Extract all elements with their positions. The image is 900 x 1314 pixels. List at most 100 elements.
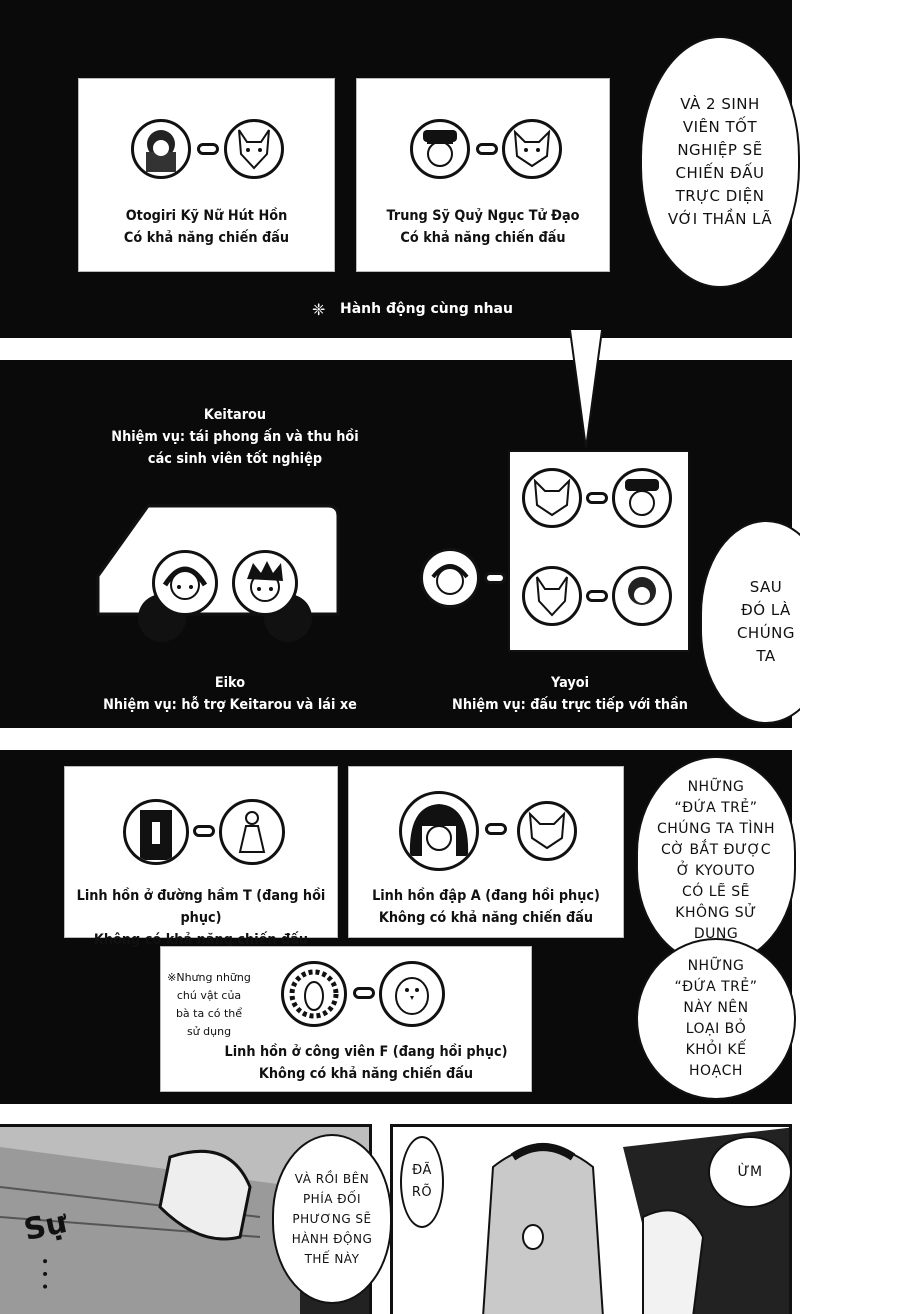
otogiri-caption: Otogiri Kỹ Nữ Hút Hồn Có khả năng chiến … [89,205,324,249]
yayoi-portrait-icon [420,548,480,608]
bubble-line: “ĐỨA TRẺ” [674,800,758,816]
bubble-line: PHƯƠNG SẼ [292,1212,372,1226]
eiko-title: Eiko [214,675,246,691]
caption-line: Otogiri Kỹ Nữ Hút Hồn [125,208,288,224]
bubble-tail [569,330,603,449]
bubble-line: NÀY NÊN [683,1000,749,1016]
wild-hair-ghost-icon [399,791,479,871]
bird-icon [379,961,445,1027]
note-line: sử dụng [186,1025,232,1038]
yayoi-group-box [508,450,690,652]
speech-bubble-lower-1: NHỮNG “ĐỨA TRẺ” CHÚNG TA TÌNH CỜ BẮT ĐƯỢ… [636,756,796,966]
bubble-text: VÀ RỒI BÊN PHÍA ĐỐI PHƯƠNG SẼ HÀNH ĐỘNG … [292,1169,373,1269]
bubble-line: KHỎI KẾ [685,1042,747,1058]
keitarou-portrait-icon [232,550,298,616]
card-trung-sy: Trung Sỹ Quỷ Ngục Tử Đạo Có khả năng chi… [356,78,610,272]
bubble-text: SAU ĐÓ LÀ CHÚNG TA [737,576,795,668]
together-label: Hành động cùng nhau [340,301,513,317]
caption-line: Trung Sỹ Quỷ Ngục Tử Đạo [386,208,580,224]
sfx-dots: • • • [36,1257,52,1291]
bubble-line: HOẠCH [689,1063,743,1079]
bubble-line: VÀ RỒI BÊN [294,1172,370,1186]
bubble-line: VỚI THẦN LÃ [667,210,773,228]
caption-line: Linh hồn ở công viên F (đang hồi phục) [224,1044,508,1060]
chain-link-icon [193,825,215,837]
bubble-line: VÀ 2 SINH [680,95,760,113]
bubble-line: Ở KYOUTO [676,863,756,879]
caption-line: Có khả năng chiến đấu [400,230,566,246]
otogiri-portrait-icon [612,566,672,626]
right-white-margin [800,0,900,1314]
keitarou-info: Keitarou Nhiệm vụ: tái phong ấn và thu h… [102,404,369,470]
dog-mask-icon [502,119,562,179]
speech-bubble-bottom-1: VÀ RỒI BÊN PHÍA ĐỐI PHƯƠNG SẼ HÀNH ĐỘNG … [272,1134,392,1304]
note-line: chú vật của [176,989,242,1002]
bubble-line: THẾ NÀY [304,1252,360,1266]
bubble-line: TRỰC DIỆN [675,187,765,205]
fox-mask-icon [224,119,284,179]
speech-bubble-top: VÀ 2 SINH VIÊN TỐT NGHIỆP SẼ CHIẾN ĐẤU T… [640,36,800,288]
lion-mask-icon [281,961,347,1027]
speech-bubble-bottom-3: ỪM [708,1136,792,1208]
bubble-line: ĐÓ LÀ [741,601,791,619]
park-spirit-caption: Linh hồn ở công viên F (đang hồi phục) K… [214,1041,518,1085]
speech-bubble-bottom-2: ĐÃ RÕ [400,1136,444,1228]
note-line: bà ta có thể [175,1007,243,1020]
tunnel-spirit-caption: Linh hồn ở đường hầm T (đang hồi phục) K… [76,885,326,951]
chain-link-icon [476,143,498,155]
chain-link-icon [586,590,608,602]
caption-line: Linh hồn đập A (đang hồi phục) [372,888,600,904]
card-otogiri: Otogiri Kỹ Nữ Hút Hồn Có khả năng chiến … [78,78,335,272]
bubble-line: NGHIỆP SẼ [677,141,763,159]
bubble-line: NHỮNG [687,958,745,974]
eiko-info: Eiko Nhiệm vụ: hỗ trợ Keitarou và lái xe [92,672,368,716]
caption-line: Không có khả năng chiến đấu [378,910,594,926]
keitarou-task-line: Nhiệm vụ: tái phong ấn và thu hồi [111,429,359,445]
long-hair-ghost-icon [123,799,189,865]
bubble-text: ỪM [737,1161,762,1184]
eiko-portrait-icon [152,550,218,616]
bubble-line: CHIẾN ĐẤU [675,164,765,182]
otogiri-portrait-icon [131,119,191,179]
dog-mask-icon [517,801,577,861]
bubble-line: KHÔNG SỬ [675,905,757,921]
bubble-line: CÓ LẼ SẼ [681,884,751,900]
bubble-line: CHÚNG [736,624,796,642]
chain-link-icon [353,987,375,999]
trung-sy-caption: Trung Sỹ Quỷ Ngục Tử Đạo Có khả năng chi… [367,205,599,249]
eiko-task: Nhiệm vụ: hỗ trợ Keitarou và lái xe [103,697,357,713]
bottom-left-panel: Sự • • • [0,1124,372,1314]
bubble-line: RÕ [411,1185,433,1200]
card-dam-spirit: Linh hồn đập A (đang hồi phục) Không có … [348,766,624,938]
chain-link-icon [484,572,506,584]
speech-bubble-lower-2: NHỮNG “ĐỨA TRẺ” NÀY NÊN LOẠI BỎ KHỎI KẾ … [636,938,796,1100]
note-line: ※Nhưng những [167,971,251,984]
yayoi-task: Nhiệm vụ: đấu trực tiếp với thần [452,697,688,713]
caption-line: Không có khả năng chiến đấu [258,1066,474,1082]
keitarou-title: Keitarou [203,407,267,423]
bubble-text: NHỮNG “ĐỨA TRẺ” CHÚNG TA TÌNH CỜ BẮT ĐƯỢ… [657,777,775,945]
van-icon [96,504,340,642]
bubble-line: ỪM [737,1163,763,1180]
bubble-line: LOẠI BỎ [685,1021,747,1037]
caption-line: Linh hồn ở đường hầm T (đang hồi phục) [76,888,326,926]
keitarou-task-line: các sinh viên tốt nghiệp [147,451,323,467]
card-park-spirit: ※Nhưng những chú vật của bà ta có thể sử… [160,946,532,1092]
bubble-line: SAU [749,578,783,596]
caption-line: Có khả năng chiến đấu [123,230,290,246]
chain-link-icon [485,823,507,835]
sergeant-portrait-icon [410,119,470,179]
bubble-line: HÀNH ĐỘNG [291,1232,373,1246]
bubble-line: VIÊN TỐT [682,118,758,136]
bubble-line: CHÚNG TA TÌNH [657,821,775,837]
bubble-text: ĐÃ RÕ [412,1160,432,1204]
bubble-text: VÀ 2 SINH VIÊN TỐT NGHIỆP SẼ CHIẾN ĐẤU T… [668,93,772,231]
chain-link-icon [586,492,608,504]
bubble-line: NHỮNG [687,779,745,795]
bubble-line: “ĐỨA TRẺ” [674,979,758,995]
bubble-line: TA [756,647,776,665]
together-label-row: ❈ Hành động cùng nhau [312,300,532,322]
chain-link-icon [197,143,219,155]
dam-spirit-caption: Linh hồn đập A (đang hồi phục) Không có … [360,885,612,929]
yayoi-info: Yayoi Nhiệm vụ: đấu trực tiếp với thần [449,672,692,716]
